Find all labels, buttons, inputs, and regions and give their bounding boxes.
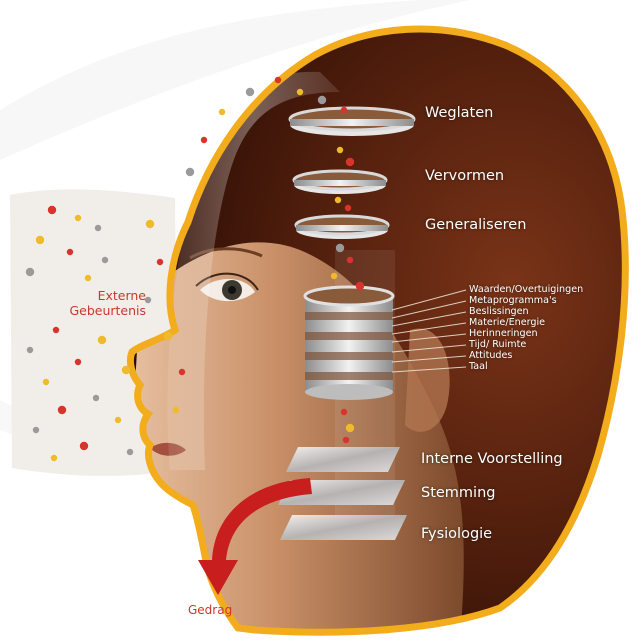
layer-label-beslissingen: Beslissingen xyxy=(469,306,529,317)
particle xyxy=(93,395,99,401)
external-events-line-2: Gebeurtenis xyxy=(18,303,146,318)
particle xyxy=(341,107,347,113)
filter-weglaten xyxy=(290,108,414,136)
filter-vervormen xyxy=(294,171,386,194)
particle xyxy=(337,147,343,153)
behavior-label: Gedrag xyxy=(188,603,232,618)
particle xyxy=(26,268,34,276)
particle xyxy=(122,366,130,374)
particle xyxy=(115,417,121,423)
particle xyxy=(33,427,39,433)
particle xyxy=(36,236,44,244)
particle xyxy=(58,406,66,414)
particle xyxy=(331,273,337,279)
particle xyxy=(201,137,207,143)
filter-generaliseren xyxy=(296,216,388,239)
particle xyxy=(346,158,354,166)
layer-label-attitudes: Attitudes xyxy=(469,350,512,361)
particle xyxy=(75,359,81,365)
values-cylinder xyxy=(305,287,393,400)
layer-label-taal: Taal xyxy=(469,361,488,372)
filter-label-generaliseren: Generaliseren xyxy=(425,217,526,233)
particle xyxy=(146,220,154,228)
particle xyxy=(343,437,349,443)
particle xyxy=(98,336,106,344)
particle xyxy=(157,259,163,265)
particle xyxy=(53,327,59,333)
external-events-label: Externe Gebeurtenis xyxy=(18,288,146,318)
particle xyxy=(246,88,254,96)
particle xyxy=(219,109,225,115)
state-label-interne-voorstelling: Interne Voorstelling xyxy=(421,451,563,467)
particle xyxy=(95,225,101,231)
particle xyxy=(102,257,108,263)
filter-label-weglaten: Weglaten xyxy=(425,105,493,121)
particle xyxy=(164,332,172,340)
particle xyxy=(51,455,57,461)
particle xyxy=(347,257,353,263)
layer-label-materie: Materie/Energie xyxy=(469,317,545,328)
state-label-stemming: Stemming xyxy=(421,485,495,501)
particle xyxy=(67,249,73,255)
particle xyxy=(27,347,33,353)
particle xyxy=(297,89,303,95)
layer-label-herinneringen: Herinneringen xyxy=(469,328,538,339)
particle xyxy=(75,215,81,221)
particle xyxy=(346,424,354,432)
particle xyxy=(186,168,194,176)
particle xyxy=(85,275,91,281)
particle xyxy=(356,282,364,290)
particle xyxy=(173,407,179,413)
particle xyxy=(335,197,341,203)
particle xyxy=(127,449,133,455)
particle xyxy=(341,409,347,415)
particle xyxy=(345,205,351,211)
particle xyxy=(275,77,281,83)
state-label-fysiologie: Fysiologie xyxy=(421,526,492,542)
particle xyxy=(43,379,49,385)
particle xyxy=(48,206,56,214)
particle xyxy=(336,244,344,252)
particle xyxy=(318,96,326,104)
particle xyxy=(179,369,185,375)
layer-label-tijd-ruimte: Tijd/ Ruimte xyxy=(469,339,526,350)
particle xyxy=(80,442,88,450)
external-events-line-1: Externe xyxy=(18,288,146,303)
layer-label-waarden: Waarden/Overtuigingen xyxy=(469,284,583,295)
filter-label-vervormen: Vervormen xyxy=(425,168,504,184)
layer-label-metaprogrammas: Metaprogramma's xyxy=(469,295,557,306)
